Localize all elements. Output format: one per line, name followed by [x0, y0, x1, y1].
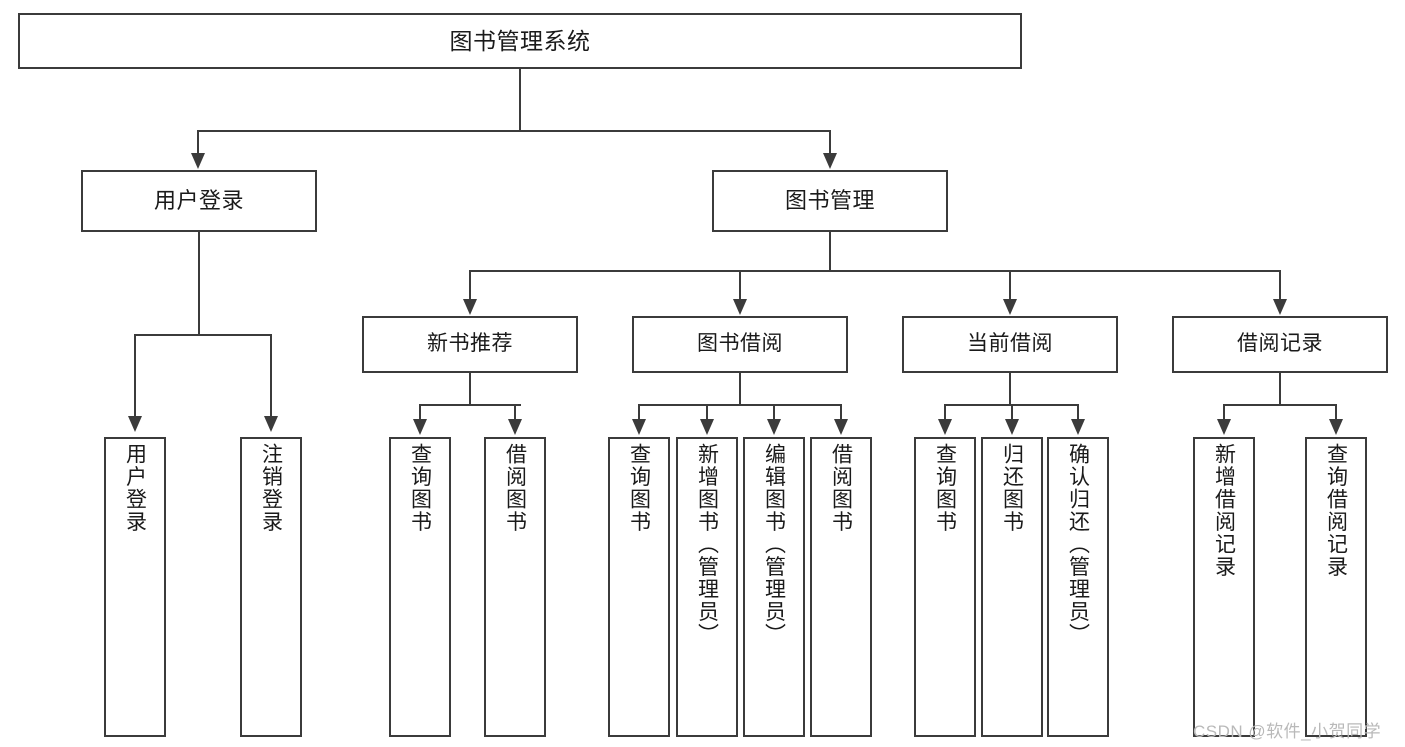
node-label: 用户登录 [153, 188, 244, 214]
connector-to-new-book-recommend [469, 270, 471, 302]
connector-bb-leaf-4 [840, 404, 842, 420]
arrowhead-nbr-leaf-1 [413, 419, 427, 435]
leaf-query-book-bb[interactable]: 查询图书 [608, 437, 670, 737]
leaf-confirm-return-admin[interactable]: 确认归还（管理员） [1047, 437, 1109, 737]
arrowhead-bb-leaf-4 [834, 419, 848, 435]
connector-book-borrow-stem [739, 373, 741, 405]
arrowhead-nbr-leaf-2 [508, 419, 522, 435]
connector-level3-bus [469, 270, 1281, 272]
connector-current-borrow-stem [1009, 373, 1011, 405]
connector-to-borrow-record [1279, 270, 1281, 302]
connector-to-leaf-user-login [134, 334, 136, 418]
connector-to-leaf-logout [270, 334, 272, 418]
connector-new-book-recommend-bus [419, 404, 521, 406]
node-label: 新增图书（管理员） [695, 443, 719, 646]
connector-cb-leaf-3 [1077, 404, 1079, 420]
leaf-add-book-admin[interactable]: 新增图书（管理员） [676, 437, 738, 737]
node-book-borrow[interactable]: 图书借阅 [632, 316, 848, 373]
leaf-query-borrow-record[interactable]: 查询借阅记录 [1305, 437, 1367, 737]
connector-to-book-borrow [739, 270, 741, 302]
node-label: 借阅图书 [829, 443, 853, 533]
leaf-logout[interactable]: 注销登录 [240, 437, 302, 737]
connector-cb-leaf-2 [1011, 404, 1013, 420]
connector-nbr-leaf-1 [419, 404, 421, 420]
connector-bb-leaf-3 [773, 404, 775, 420]
arrowhead-to-user-login [191, 153, 205, 169]
arrowhead-bb-leaf-2 [700, 419, 714, 435]
connector-bb-leaf-1 [638, 404, 640, 420]
node-borrow-record[interactable]: 借阅记录 [1172, 316, 1388, 373]
arrowhead-bb-leaf-3 [767, 419, 781, 435]
node-label: 借阅记录 [1237, 332, 1323, 356]
node-label: 图书管理系统 [449, 27, 591, 54]
arrowhead-cb-leaf-1 [938, 419, 952, 435]
leaf-add-borrow-record[interactable]: 新增借阅记录 [1193, 437, 1255, 737]
node-label: 用户登录 [123, 443, 147, 533]
connector-borrow-record-bus [1223, 404, 1337, 406]
arrowhead-cb-leaf-2 [1005, 419, 1019, 435]
connector-book-borrow-bus [638, 404, 842, 406]
arrowhead-to-borrow-record [1273, 299, 1287, 315]
node-label: 归还图书 [1000, 443, 1024, 533]
arrowhead-br-leaf-1 [1217, 419, 1231, 435]
node-label: 新增借阅记录 [1212, 443, 1236, 578]
node-label: 借阅图书 [503, 443, 527, 533]
connector-bb-leaf-2 [706, 404, 708, 420]
arrowhead-cb-leaf-3 [1071, 419, 1085, 435]
node-label: 查询借阅记录 [1324, 443, 1348, 578]
node-label: 查询图书 [627, 443, 651, 533]
connector-borrow-record-stem [1279, 373, 1281, 405]
leaf-return-book[interactable]: 归还图书 [981, 437, 1043, 737]
csdn-watermark: CSDN @软件_小贺同学 [1193, 722, 1382, 741]
connector-nbr-leaf-2 [514, 404, 516, 420]
connector-to-book-management [829, 130, 831, 156]
node-root-book-management-system[interactable]: 图书管理系统 [18, 13, 1022, 69]
leaf-edit-book-admin[interactable]: 编辑图书（管理员） [743, 437, 805, 737]
arrowhead-to-leaf-user-login [128, 416, 142, 432]
arrowhead-to-leaf-logout [264, 416, 278, 432]
connector-to-user-login [197, 130, 199, 156]
node-new-book-recommend[interactable]: 新书推荐 [362, 316, 578, 373]
connector-new-book-recommend-stem [469, 373, 471, 405]
connector-root-stem [519, 69, 521, 131]
connector-user-login-bus [134, 334, 272, 336]
node-label: 图书借阅 [697, 332, 783, 356]
leaf-borrow-book-bb[interactable]: 借阅图书 [810, 437, 872, 737]
connector-cb-leaf-1 [944, 404, 946, 420]
connector-br-leaf-1 [1223, 404, 1225, 420]
arrowhead-br-leaf-2 [1329, 419, 1343, 435]
node-label: 查询图书 [408, 443, 432, 533]
connector-level2-bus [197, 130, 831, 132]
node-label: 查询图书 [933, 443, 957, 533]
node-label: 确认归还（管理员） [1066, 443, 1090, 646]
node-label: 注销登录 [259, 443, 283, 533]
connector-user-login-stem [198, 232, 200, 335]
leaf-query-book-nbr[interactable]: 查询图书 [389, 437, 451, 737]
node-user-login[interactable]: 用户登录 [81, 170, 317, 232]
leaf-user-login[interactable]: 用户登录 [104, 437, 166, 737]
arrowhead-to-current-borrow [1003, 299, 1017, 315]
node-label: 当前借阅 [967, 332, 1053, 356]
connector-book-management-stem [829, 232, 831, 272]
node-label: 编辑图书（管理员） [762, 443, 786, 646]
arrowhead-to-book-borrow [733, 299, 747, 315]
connector-br-leaf-2 [1335, 404, 1337, 420]
arrowhead-bb-leaf-1 [632, 419, 646, 435]
node-label: 图书管理 [784, 188, 875, 214]
node-current-borrow[interactable]: 当前借阅 [902, 316, 1118, 373]
leaf-borrow-book-nbr[interactable]: 借阅图书 [484, 437, 546, 737]
arrowhead-to-book-management [823, 153, 837, 169]
arrowhead-to-new-book-recommend [463, 299, 477, 315]
node-book-management[interactable]: 图书管理 [712, 170, 948, 232]
leaf-query-book-cb[interactable]: 查询图书 [914, 437, 976, 737]
node-label: 新书推荐 [427, 332, 513, 356]
connector-to-current-borrow [1009, 270, 1011, 302]
